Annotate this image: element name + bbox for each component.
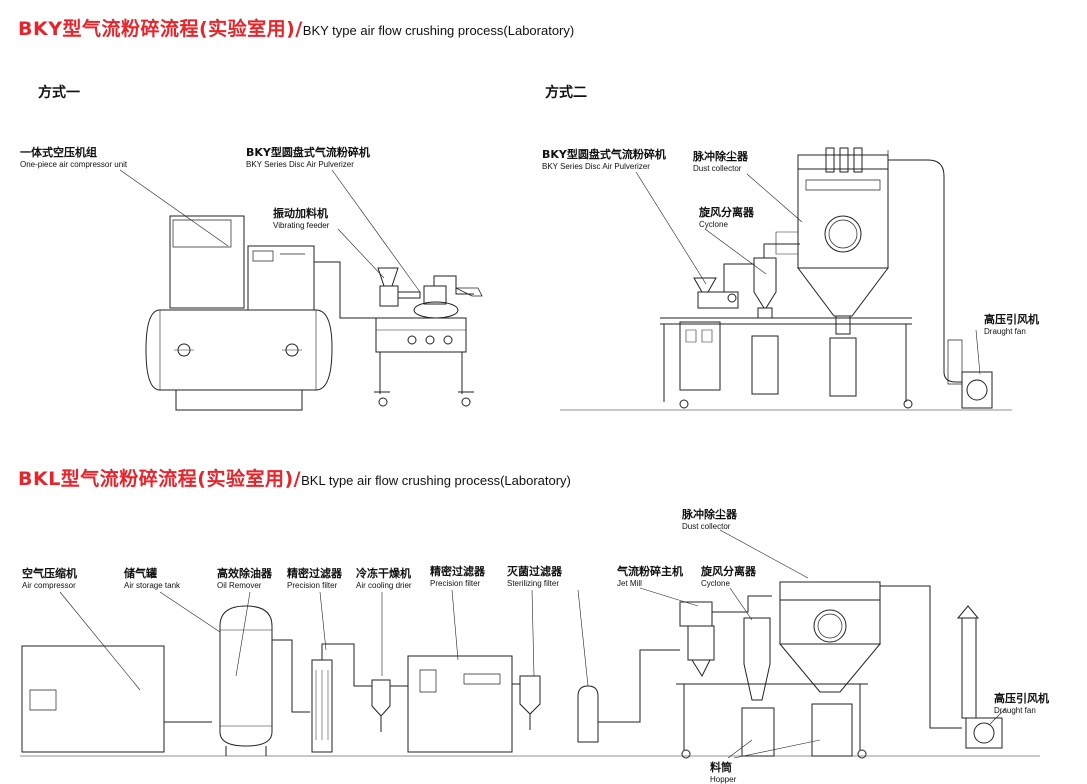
bkl-title-en: BKL type air flow crushing process(Labor… xyxy=(301,473,571,488)
label-en: Dust collector xyxy=(682,522,731,531)
label-en: Hopper xyxy=(710,775,737,784)
label-en: Air cooling drier xyxy=(356,581,412,590)
label-cyclone-2: 旋风分离器 Cyclone xyxy=(701,563,756,588)
bkl-process-title: BKL型气流粉碎流程(实验室用)/BKL type air flow crush… xyxy=(18,464,571,491)
bky-title-en: BKY type air flow crushing process(Labor… xyxy=(302,23,575,38)
frame-2 xyxy=(660,318,912,408)
label-dust-collector-2: 脉冲除尘器 Dust collector xyxy=(682,506,737,531)
label-en: BKY Series Disc Air Pulverizer xyxy=(246,160,354,169)
label-en: Vibrating feeder xyxy=(273,221,330,230)
label-en: Draught fan xyxy=(984,327,1026,336)
label-en: Draught fan xyxy=(994,706,1036,715)
air-cooling-drier xyxy=(408,656,520,752)
disc-pulverizer-on-cart-1 xyxy=(374,268,482,406)
label-zh: 高压引风机 xyxy=(984,313,1039,326)
dust-collector-2 xyxy=(780,582,962,756)
label-draught-fan-1: 高压引风机 Draught fan xyxy=(984,311,1039,336)
label-zh: 冷冻干燥机 xyxy=(356,567,411,580)
label-zh: 旋风分离器 xyxy=(701,565,756,578)
label-oil-remover: 高效除油器 Oil Remover xyxy=(217,565,272,590)
label-zh: 精密过滤器 xyxy=(287,567,342,580)
label-air-compressor-unit: 一体式空压机组 One-piece air compressor unit xyxy=(20,144,127,169)
label-vibrating-feeder: 振动加料机 Vibrating feeder xyxy=(273,205,329,230)
sterilizing-filter xyxy=(578,650,680,742)
label-en: Air compressor xyxy=(22,581,76,590)
label-en: Oil Remover xyxy=(217,581,262,590)
label-zh: 旋风分离器 xyxy=(699,206,754,219)
label-air-compressor: 空气压缩机 Air compressor xyxy=(22,565,77,590)
label-disc-pulverizer-1: BKY型圆盘式气流粉碎机 BKY Series Disc Air Pulveri… xyxy=(246,144,370,169)
label-sterilizing-filter: 灭菌过滤器 Sterilizing filter xyxy=(507,563,562,588)
label-zh: 精密过滤器 xyxy=(430,565,485,578)
label-en: Dust collector xyxy=(693,164,742,173)
air-storage-tank xyxy=(220,606,310,756)
label-zh: 高效除油器 xyxy=(217,567,272,580)
label-en: Jet Mill xyxy=(617,579,642,588)
label-zh: 料筒 xyxy=(710,761,732,774)
leader-lines-m2 xyxy=(636,172,980,374)
jet-mill xyxy=(680,596,772,676)
draught-fan-1 xyxy=(948,340,992,408)
label-draught-fan-2: 高压引风机 Draught fan xyxy=(994,690,1049,715)
label-air-storage-tank: 储气罐 Air storage tank xyxy=(124,565,180,590)
label-en: Precision filter xyxy=(430,579,481,588)
label-en: One-piece air compressor unit xyxy=(20,160,128,169)
label-zh: 一体式空压机组 xyxy=(20,146,97,159)
label-zh: BKY型圆盘式气流粉碎机 xyxy=(542,148,666,161)
one-piece-compressor-unit xyxy=(146,216,376,410)
pulverizer-2 xyxy=(694,264,754,308)
label-zh: 脉冲除尘器 xyxy=(682,508,737,521)
label-zh: 振动加料机 xyxy=(273,207,328,220)
method-one-label: 方式一 xyxy=(38,85,80,101)
label-en: Sterilizing filter xyxy=(507,579,560,588)
label-en: Precision filter xyxy=(287,581,338,590)
cyclone-2 xyxy=(742,618,774,756)
bky-process-title: BKY型气流粉碎流程(实验室用)/BKY type air flow crush… xyxy=(18,14,574,41)
label-jet-mill: 气流粉碎主机 Jet Mill xyxy=(617,563,683,588)
label-dust-collector-1: 脉冲除尘器 Dust collector xyxy=(693,148,748,173)
air-compressor xyxy=(22,646,212,752)
dust-collector-1 xyxy=(798,148,962,396)
draught-fan-2 xyxy=(958,606,1002,748)
label-en: Cyclone xyxy=(701,579,730,588)
label-precision-filter-2: 精密过滤器 Precision filter xyxy=(430,563,485,588)
label-disc-pulverizer-2: BKY型圆盘式气流粉碎机 BKY Series Disc Air Pulveri… xyxy=(542,146,666,171)
label-zh: 灭菌过滤器 xyxy=(507,565,562,578)
precision-filter-1 xyxy=(372,680,408,732)
method-two-label: 方式二 xyxy=(545,85,587,101)
label-cyclone-1: 旋风分离器 Cyclone xyxy=(699,204,754,229)
label-en: Air storage tank xyxy=(124,581,181,590)
label-en: BKY Series Disc Air Pulverizer xyxy=(542,162,650,171)
label-zh: BKY型圆盘式气流粉碎机 xyxy=(246,146,370,159)
label-zh: 空气压缩机 xyxy=(22,567,77,580)
label-hopper: 料筒 Hopper xyxy=(710,759,736,784)
label-zh: 高压引风机 xyxy=(994,692,1049,705)
bkl-title-zh: BKL型气流粉碎流程(实验室用)/ xyxy=(18,468,302,490)
label-en: Cyclone xyxy=(699,220,728,229)
leader-lines-m1 xyxy=(120,170,420,292)
label-zh: 储气罐 xyxy=(124,567,157,580)
cyclone-1 xyxy=(752,232,800,394)
precision-filter-2 xyxy=(520,676,540,730)
label-air-cooling-drier: 冷冻干燥机 Air cooling drier xyxy=(356,565,412,590)
label-zh: 脉冲除尘器 xyxy=(693,150,748,163)
oil-remover xyxy=(312,644,372,752)
label-zh: 气流粉碎主机 xyxy=(617,565,683,578)
frame-bkl xyxy=(676,684,868,758)
leader-lines-bkl xyxy=(60,530,1006,758)
label-precision-filter-1: 精密过滤器 Precision filter xyxy=(287,565,342,590)
bky-title-zh: BKY型气流粉碎流程(实验室用)/ xyxy=(18,18,303,40)
